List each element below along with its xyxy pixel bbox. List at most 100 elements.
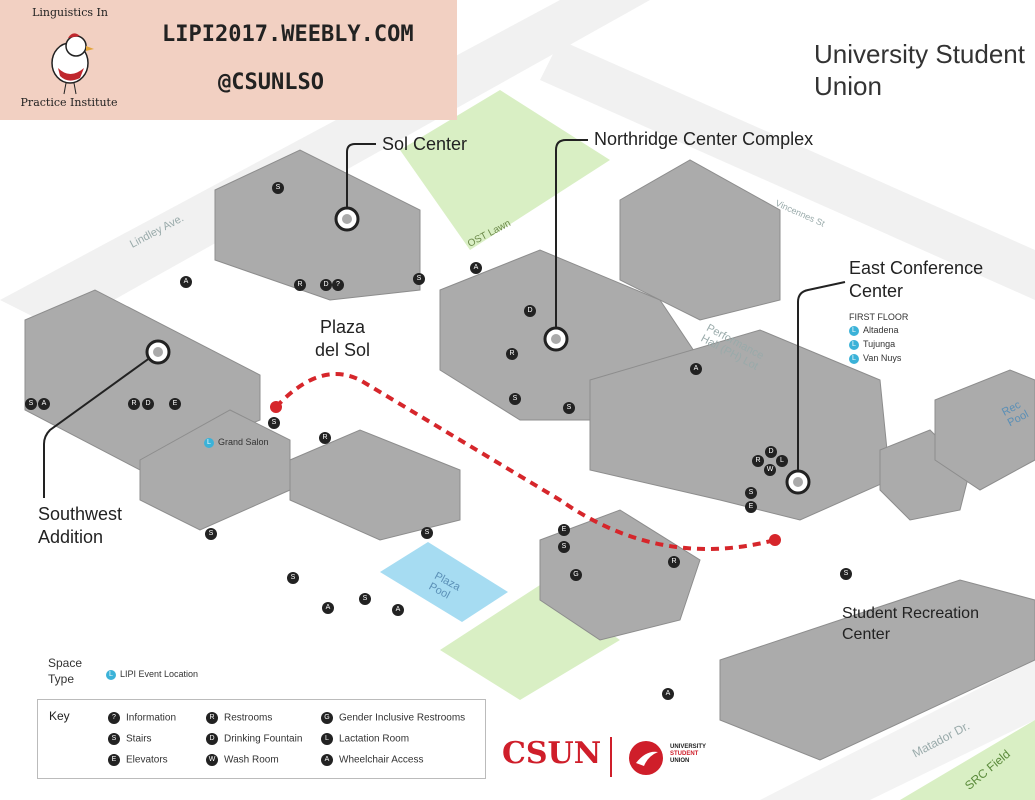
elevator-icon: E <box>745 501 757 513</box>
east-conf-label: East Conference Center <box>849 258 984 301</box>
east-conf-building <box>589 329 891 521</box>
plaza-building <box>289 429 461 541</box>
wheelchair-icon: A <box>180 276 192 288</box>
key-information: ?Information <box>108 712 176 724</box>
rec-center-building <box>719 579 1035 761</box>
matador-road <box>760 660 1035 800</box>
page-title: University Student Union <box>814 38 1025 102</box>
elevator-icon: E <box>169 398 181 410</box>
wheelchair-icon: A <box>392 604 404 616</box>
stairs-icon: S <box>421 527 433 539</box>
leader-lines <box>43 139 846 498</box>
stairs-icon: S <box>558 541 570 553</box>
twitter-handle[interactable]: @CSUNLSO <box>218 70 324 95</box>
gender-inclusive-icon: G <box>321 712 333 724</box>
northridge-leader <box>555 139 588 336</box>
wheelchair-icon: A <box>470 262 482 274</box>
stairs-icon: S <box>563 402 575 414</box>
location-markers <box>145 206 811 495</box>
stairs-icon: S <box>205 528 217 540</box>
csun-logo: CSUN <box>502 736 602 771</box>
student-rec-label: Student Recreation Center <box>842 605 979 643</box>
stairs-icon: S <box>108 733 120 745</box>
stairs-icon: S <box>272 182 284 194</box>
plaza-del-sol-label: Plaza del Sol <box>315 317 371 360</box>
page-title-line1: University Student <box>814 39 1025 69</box>
southwest-addition-building <box>24 289 261 471</box>
drinking-fountain-icon: D <box>524 305 536 317</box>
key-title: Key <box>49 709 70 723</box>
wash-room-icon: W <box>206 754 218 766</box>
stairs-icon: S <box>745 487 757 499</box>
src-field <box>900 720 1035 800</box>
elevator-icon: E <box>108 754 120 766</box>
restroom-icon: R <box>668 556 680 568</box>
first-floor-heading: FIRST FLOOR <box>849 312 909 322</box>
stairs-icon: S <box>287 572 299 584</box>
logo-text-bottom: Practice Institute <box>20 96 118 109</box>
east-conf-leader <box>797 281 846 480</box>
southwest-label: Southwest Addition <box>38 504 123 547</box>
route-path <box>274 372 776 551</box>
sol-center-building <box>214 149 421 301</box>
drinking-fountain-icon: D <box>206 733 218 745</box>
sol-center-label: Sol Center <box>382 134 468 154</box>
southwest-leader <box>43 351 159 498</box>
restroom-icon: R <box>128 398 140 410</box>
route-start-dot <box>270 401 282 413</box>
elevator-icon: E <box>558 524 570 536</box>
information-icon: ? <box>108 712 120 724</box>
wheelchair-icon: A <box>38 398 50 410</box>
stairs-icon: S <box>413 273 425 285</box>
logo-seal <box>18 8 118 108</box>
event-location-icon: L <box>849 339 859 350</box>
website-url[interactable]: LIPI2017.WEEBLY.COM <box>162 22 414 47</box>
northridge-upper-building <box>619 159 781 321</box>
wash-room-icon: W <box>764 464 776 476</box>
stairs-icon: S <box>268 417 280 429</box>
restroom-icon: R <box>752 455 764 467</box>
route-end-dot <box>769 534 781 546</box>
stairs-icon: S <box>509 393 521 405</box>
drinking-fountain-icon: D <box>320 279 332 291</box>
lactation-room-icon: L <box>321 733 333 745</box>
drinking-fountain-icon: D <box>765 446 777 458</box>
stairs-icon: S <box>840 568 852 580</box>
plaza-pool <box>380 542 508 622</box>
information-icon: ? <box>332 279 344 291</box>
drinking-fountain-icon: D <box>142 398 154 410</box>
restroom-icon: R <box>506 348 518 360</box>
restroom-icon: R <box>206 712 218 724</box>
ost-lawn <box>400 90 610 250</box>
vincennes-road <box>540 40 1035 300</box>
usu-swoosh-icon <box>629 741 663 775</box>
usu-text: UNIVERSITY STUDENT UNION <box>670 744 707 764</box>
rec-pool-building <box>934 369 1035 491</box>
stairs-icon: S <box>25 398 37 410</box>
bird-logo-icon <box>51 33 94 95</box>
space-type-label: Space Type <box>48 656 83 686</box>
event-location-icon: L <box>849 325 859 336</box>
wheelchair-icon: A <box>662 688 674 700</box>
usu-logo: UNIVERSITY STUDENT UNION <box>626 738 716 778</box>
event-location-icon: L <box>106 669 116 680</box>
stairs-icon: S <box>359 593 371 605</box>
event-location-icon: L <box>849 353 859 364</box>
buildings <box>24 149 1035 761</box>
northridge-label: Northridge Center Complex <box>594 129 814 149</box>
gender-inclusive-icon: G <box>570 569 582 581</box>
